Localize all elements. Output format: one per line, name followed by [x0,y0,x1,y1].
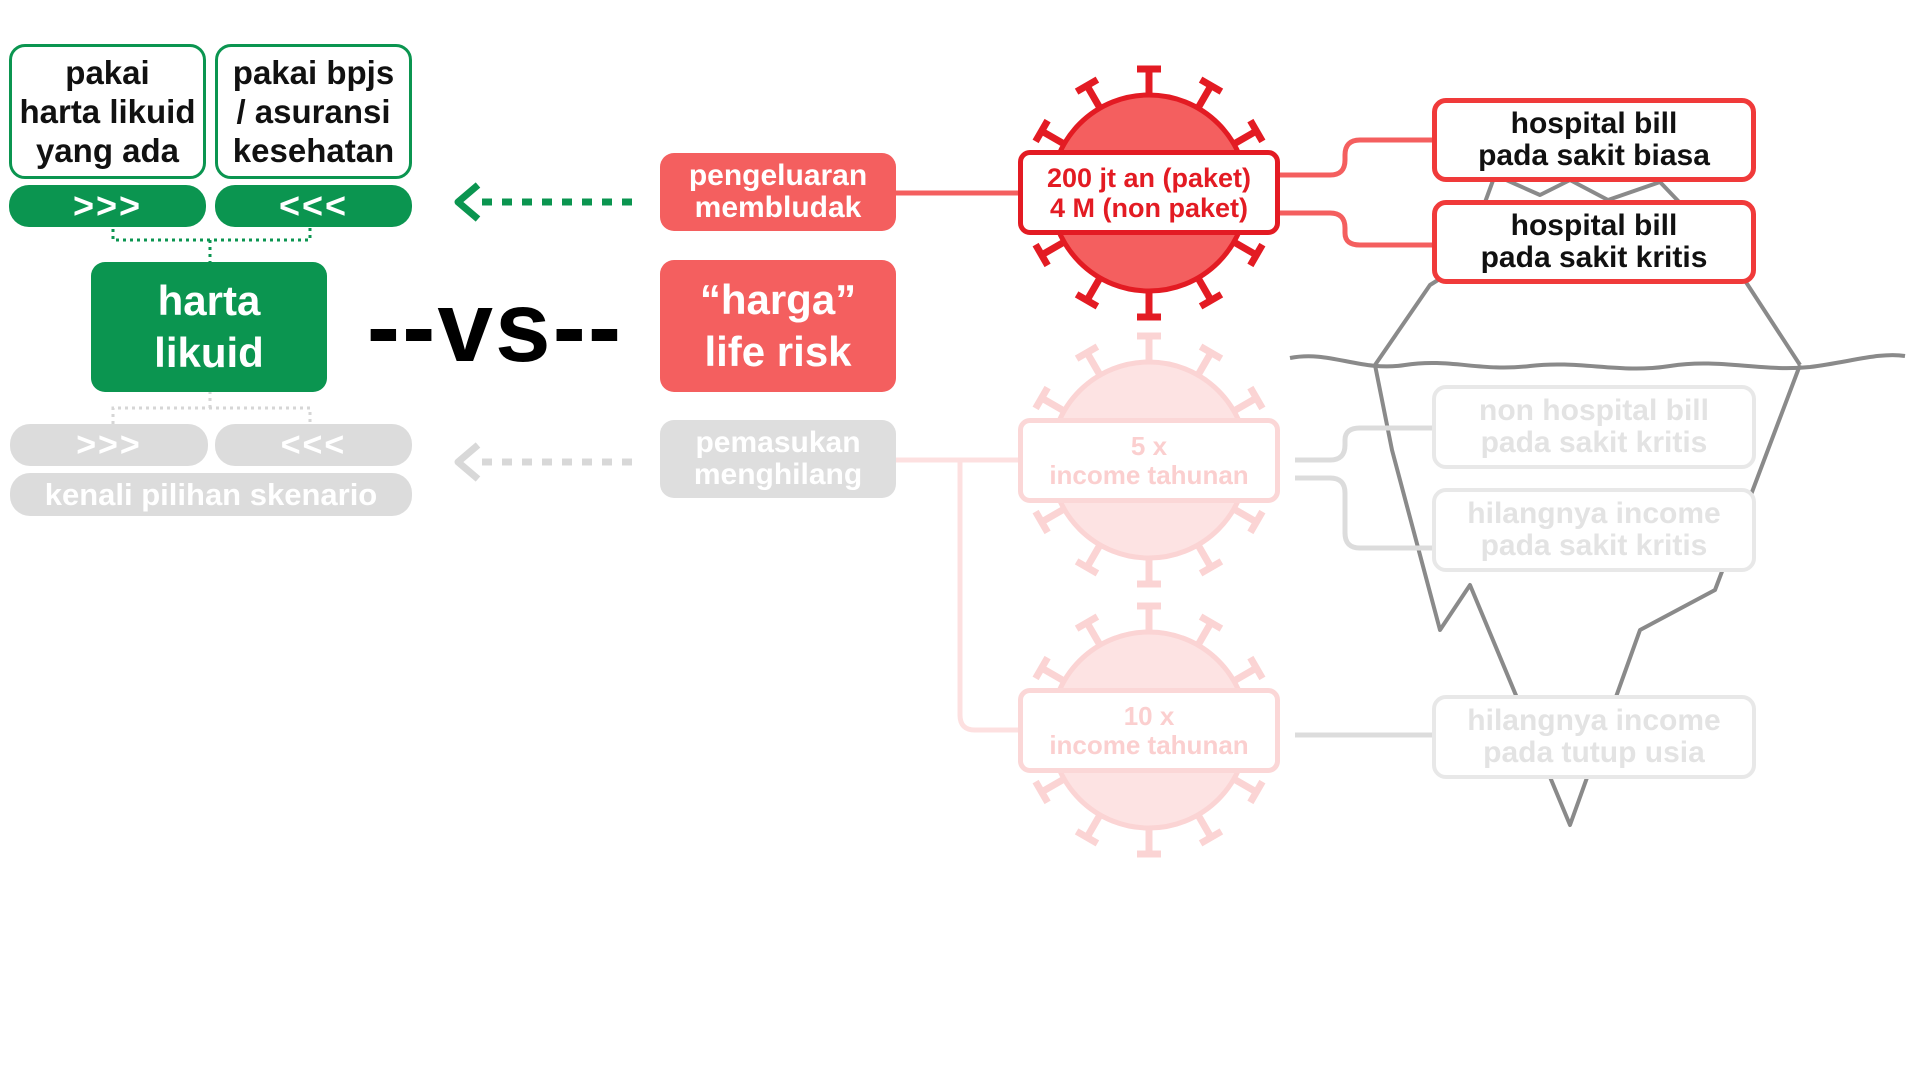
non-hospital-bill-critical: non hospital bill pada sakit kritis [1432,385,1756,469]
grey-dotted-connectors [111,391,312,424]
option-insurance: pakai bpjs / asuransi kesehatan [215,44,412,179]
arrow-right-pill: >>> [9,185,206,227]
income-box: pemasukan menghilang [660,420,896,498]
grey-arrow-left-pill: <<< [215,424,412,466]
green-dotted-arrow [454,182,632,222]
life-risk-box: “harga” life risk [660,260,896,392]
grey-arrow-right-pill: >>> [10,424,208,466]
hospital-bill-normal: hospital bill pada sakit biasa [1432,98,1756,182]
vs-label: --vs-- [366,271,624,383]
income-loss-retirement: hilangnya income pada tutup usia [1432,695,1756,779]
virus-bottom-label: 10 x income tahunan [1018,688,1280,773]
grey-connectors [1295,425,1432,738]
green-dotted-connectors [111,222,312,262]
arrow-left-pill: <<< [215,185,412,227]
virus-middle-label: 5 x income tahunan [1018,418,1280,503]
hospital-bill-critical: hospital bill pada sakit kritis [1432,200,1756,284]
grey-dotted-arrow [454,442,632,482]
red-connectors [895,137,1432,248]
liquid-assets-box: harta likuid [91,262,327,392]
virus-top-label: 200 jt an (paket) 4 M (non paket) [1018,150,1280,235]
option-liquid-assets: pakai harta likuid yang ada [9,44,206,179]
scenario-pill: kenali pilihan skenario [10,473,412,516]
income-loss-critical: hilangnya income pada sakit kritis [1432,488,1756,572]
expense-box: pengeluaran membludak [660,153,896,231]
faded-red-connectors [895,457,1020,733]
